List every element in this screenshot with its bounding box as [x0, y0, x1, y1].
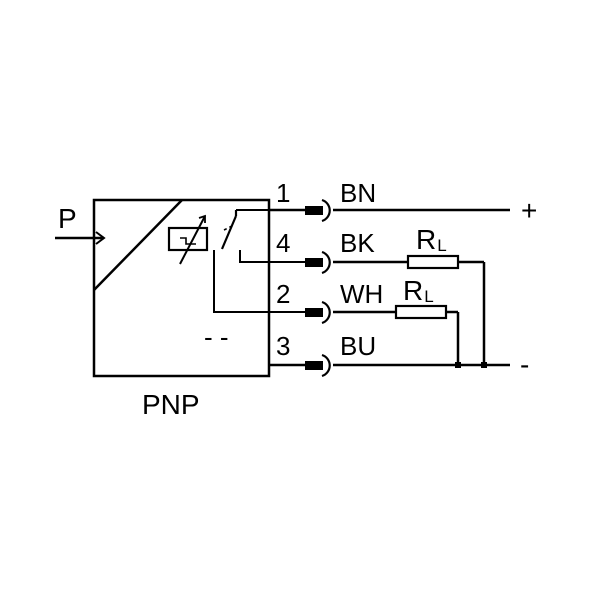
switch-contact-icon [220, 210, 238, 250]
junction-node [455, 362, 461, 368]
supply-positive-label: + [521, 195, 537, 226]
wire-color-bn: BN [340, 178, 376, 208]
plug-connector-4-icon [305, 250, 331, 275]
sensor-type-label: PNP [142, 389, 200, 420]
input-arrow-icon [95, 231, 106, 245]
sensor-diagonal [93, 199, 183, 291]
wire-color-wh: WH [340, 279, 383, 309]
load-resistor-1-label: RL [416, 224, 447, 255]
pin-number-3: 3 [276, 331, 290, 361]
plug-connector-1-icon [305, 198, 331, 223]
sensor-body [92, 198, 271, 378]
load-resistor-2-label: RL [403, 275, 434, 306]
plug-connector-3-icon [305, 353, 331, 378]
load-resistor-1 [406, 254, 460, 270]
external-wires [333, 208, 510, 367]
relay-coil-icon [167, 214, 209, 265]
wire-color-bu: BU [340, 331, 376, 361]
pin-number-4: 4 [276, 228, 290, 258]
load-resistor-2 [394, 304, 448, 320]
supply-negative-label: - [520, 349, 529, 380]
plug-connector-2-icon [305, 300, 331, 325]
connector-wires [269, 208, 310, 367]
internal-wiring [213, 209, 305, 313]
wire-color-bk: BK [340, 228, 375, 258]
input-label: P [58, 203, 77, 234]
pin-number-2: 2 [276, 279, 290, 309]
junction-node [481, 362, 487, 368]
pin-number-1: 1 [276, 178, 290, 208]
dash-marks: - - [204, 322, 229, 352]
